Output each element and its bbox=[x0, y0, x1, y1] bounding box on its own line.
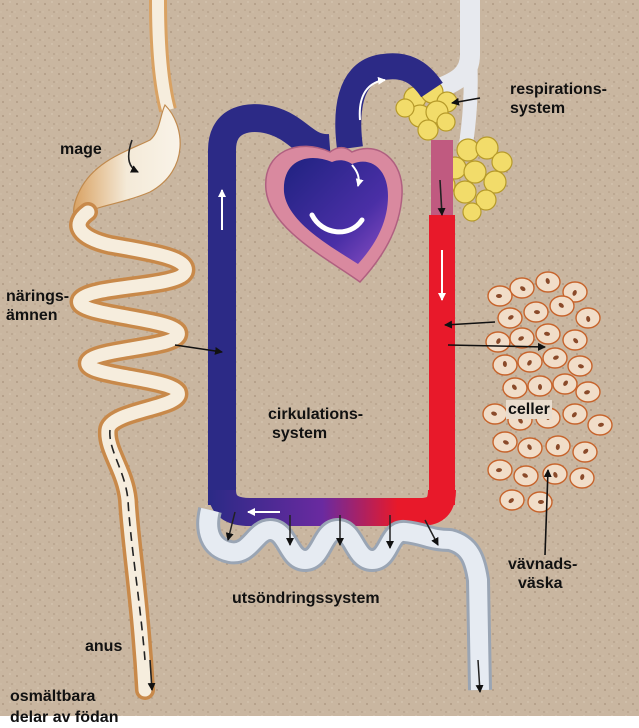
tissue-cell bbox=[535, 323, 561, 345]
label-tissue-fluid: vävnads- väska bbox=[508, 555, 577, 593]
tissue-cell bbox=[517, 351, 543, 373]
tissue-cell bbox=[497, 307, 523, 329]
tissue-cell bbox=[552, 373, 578, 395]
label-excretory-text: utsöndringssystem bbox=[232, 590, 380, 607]
tissue-cell bbox=[567, 355, 593, 377]
vein-left-vessel bbox=[208, 104, 332, 505]
tissue-cell bbox=[487, 459, 513, 481]
tissue-cell bbox=[542, 463, 568, 485]
pulmonary-vessel bbox=[335, 53, 443, 150]
esophagus bbox=[152, 0, 174, 112]
tissue-cells bbox=[482, 271, 613, 513]
label-indigestible-line2: delar av födan bbox=[10, 709, 119, 726]
label-respiratory-line2: system bbox=[510, 100, 566, 117]
tissue-cell bbox=[572, 441, 598, 463]
label-anus-text: anus bbox=[85, 638, 123, 655]
tissue-cell bbox=[549, 295, 575, 317]
circulation-loop bbox=[208, 53, 456, 526]
exchange-arrows bbox=[174, 97, 552, 556]
tissue-cell bbox=[509, 327, 535, 349]
label-circulatory: cirkulations- system bbox=[268, 405, 363, 443]
tissue-cell bbox=[513, 465, 539, 487]
tissue-cell bbox=[492, 431, 518, 453]
colon-dash-line bbox=[109, 429, 146, 661]
label-stomach-text: mage bbox=[60, 141, 102, 158]
label-cells: celler bbox=[506, 400, 552, 419]
respiratory-system bbox=[395, 0, 513, 222]
tissue-cell bbox=[502, 377, 528, 399]
tissue-cell bbox=[535, 271, 561, 293]
label-tissue-fluid-line1: vävnads- bbox=[508, 556, 578, 573]
bronchus bbox=[458, 54, 478, 152]
label-respiratory: respirations- system bbox=[510, 80, 607, 118]
tissue-cell bbox=[569, 467, 595, 489]
tissue-cell bbox=[587, 414, 613, 436]
digestive-tract bbox=[69, 0, 196, 700]
label-circulatory-line1: cirkulations- bbox=[268, 406, 364, 423]
tissue-cell bbox=[523, 301, 549, 323]
label-respiratory-line1: respirations- bbox=[510, 81, 607, 98]
tissue-cell bbox=[562, 281, 588, 303]
label-nutrients: närings- ämnen bbox=[6, 287, 69, 325]
nutrient-arrow bbox=[174, 344, 223, 355]
tissue-cell bbox=[482, 403, 508, 425]
tissue-cell bbox=[542, 347, 568, 369]
tissue-cell bbox=[527, 491, 553, 513]
label-indigestible-line1: osmältbara bbox=[10, 688, 96, 705]
pulmonary-flow-arrow bbox=[358, 76, 386, 121]
heart-crescent bbox=[309, 212, 365, 235]
label-nutrients-line2: ämnen bbox=[6, 307, 58, 324]
label-excretory: utsöndringssystem bbox=[232, 589, 380, 608]
tissue-cell bbox=[487, 285, 513, 307]
lung-oxygen-arrow bbox=[437, 179, 446, 216]
label-tissue-fluid-line2: väska bbox=[518, 575, 563, 592]
tissue-cell bbox=[499, 489, 525, 511]
heart-flow-arrow bbox=[351, 164, 364, 187]
tissue-cell bbox=[575, 307, 601, 329]
excretory-system bbox=[196, 507, 492, 693]
bottom-vessel bbox=[208, 488, 456, 526]
label-stomach: mage bbox=[60, 140, 102, 159]
label-circulatory-line2: system bbox=[272, 425, 328, 442]
label-indigestible: osmältbara delar av födan bbox=[10, 686, 118, 728]
label-cells-text: celler bbox=[508, 401, 550, 418]
tissue-cell bbox=[517, 437, 543, 459]
tissue-cell bbox=[509, 277, 535, 299]
tissue-cell bbox=[492, 354, 518, 376]
tissue-cell bbox=[485, 331, 511, 353]
stomach-flow-arrow bbox=[127, 139, 139, 173]
blood-to-cell-arrow bbox=[447, 342, 546, 351]
tissue-fluid-arrow bbox=[543, 469, 552, 556]
tissue-cell bbox=[527, 375, 553, 397]
cell-to-blood-arrow bbox=[444, 320, 496, 329]
tissue-cell bbox=[562, 329, 588, 351]
label-anus: anus bbox=[85, 637, 122, 656]
respiratory-pointer bbox=[451, 97, 481, 106]
tissue-cell bbox=[562, 403, 588, 425]
anus-out-arrow bbox=[147, 659, 156, 691]
heart bbox=[265, 145, 403, 284]
tissue-cell bbox=[575, 381, 601, 403]
tissue-cell bbox=[545, 435, 571, 457]
excretory-arrows bbox=[225, 511, 484, 693]
label-nutrients-line1: närings- bbox=[6, 288, 70, 305]
